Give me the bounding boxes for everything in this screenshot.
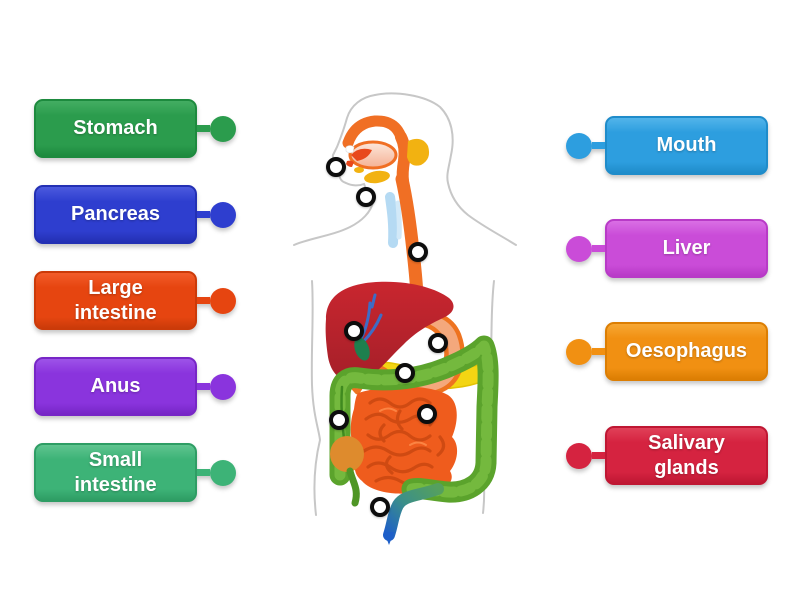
label-large-intestine[interactable]: Large intestine [34, 271, 236, 330]
label-connector-stem [197, 383, 210, 390]
label-connector-stem [592, 348, 605, 355]
label-text: Large intestine [74, 276, 157, 324]
label-oesophagus[interactable]: Oesophagus [566, 322, 768, 381]
label-connector-dot [210, 287, 236, 314]
label-connector-dot [566, 235, 592, 262]
drop-zone-2[interactable] [356, 187, 376, 207]
drop-zone-9[interactable] [370, 497, 390, 517]
drop-zone-7[interactable] [329, 410, 349, 430]
label-text: Mouth [656, 134, 717, 157]
rectum-art [383, 483, 444, 545]
cecum-appendix-art [330, 436, 364, 507]
drop-zone-8[interactable] [417, 404, 437, 424]
label-connector-stem [197, 297, 210, 304]
label-liver[interactable]: Liver [566, 219, 768, 278]
label-connector-stem [197, 469, 210, 476]
label-connector-dot [566, 338, 592, 365]
label-connector-dot [210, 373, 236, 400]
label-text: Liver [662, 237, 711, 260]
label-connector-dot [210, 201, 236, 228]
drop-zone-5[interactable] [428, 333, 448, 353]
label-connector-dot [210, 115, 236, 142]
label-connector-stem [592, 452, 605, 459]
salivary-glands-art [354, 138, 430, 184]
trachea-art [385, 192, 402, 248]
liver-art [325, 281, 454, 382]
gallbladder-art [354, 293, 383, 361]
label-connector-stem [197, 125, 210, 132]
drop-zone-3[interactable] [408, 242, 428, 262]
label-connector-stem [197, 211, 210, 218]
label-text: Small intestine [74, 448, 157, 496]
label-pancreas[interactable]: Pancreas [34, 185, 236, 244]
drop-zone-1[interactable] [326, 157, 346, 177]
label-connector-dot [210, 459, 236, 486]
mouth-art [345, 140, 398, 170]
label-connector-stem [592, 142, 605, 149]
label-small-intestine[interactable]: Small intestine [34, 443, 236, 502]
drop-zone-4[interactable] [344, 321, 364, 341]
label-text: Salivary glands [648, 431, 725, 479]
label-anus[interactable]: Anus [34, 357, 236, 416]
label-text: Stomach [73, 117, 158, 140]
label-mouth[interactable]: Mouth [566, 116, 768, 175]
label-salivary-glands[interactable]: Salivary glands [566, 426, 768, 485]
label-text: Oesophagus [625, 340, 748, 363]
label-connector-stem [592, 245, 605, 252]
label-text: Anus [90, 375, 141, 398]
label-text: Pancreas [71, 203, 160, 226]
small-intestine-art [350, 386, 458, 494]
label-connector-dot [566, 132, 592, 159]
digestive-system-diagram [293, 92, 517, 545]
label-stomach[interactable]: Stomach [34, 99, 236, 158]
drop-zone-6[interactable] [395, 363, 415, 383]
label-connector-dot [566, 442, 592, 469]
